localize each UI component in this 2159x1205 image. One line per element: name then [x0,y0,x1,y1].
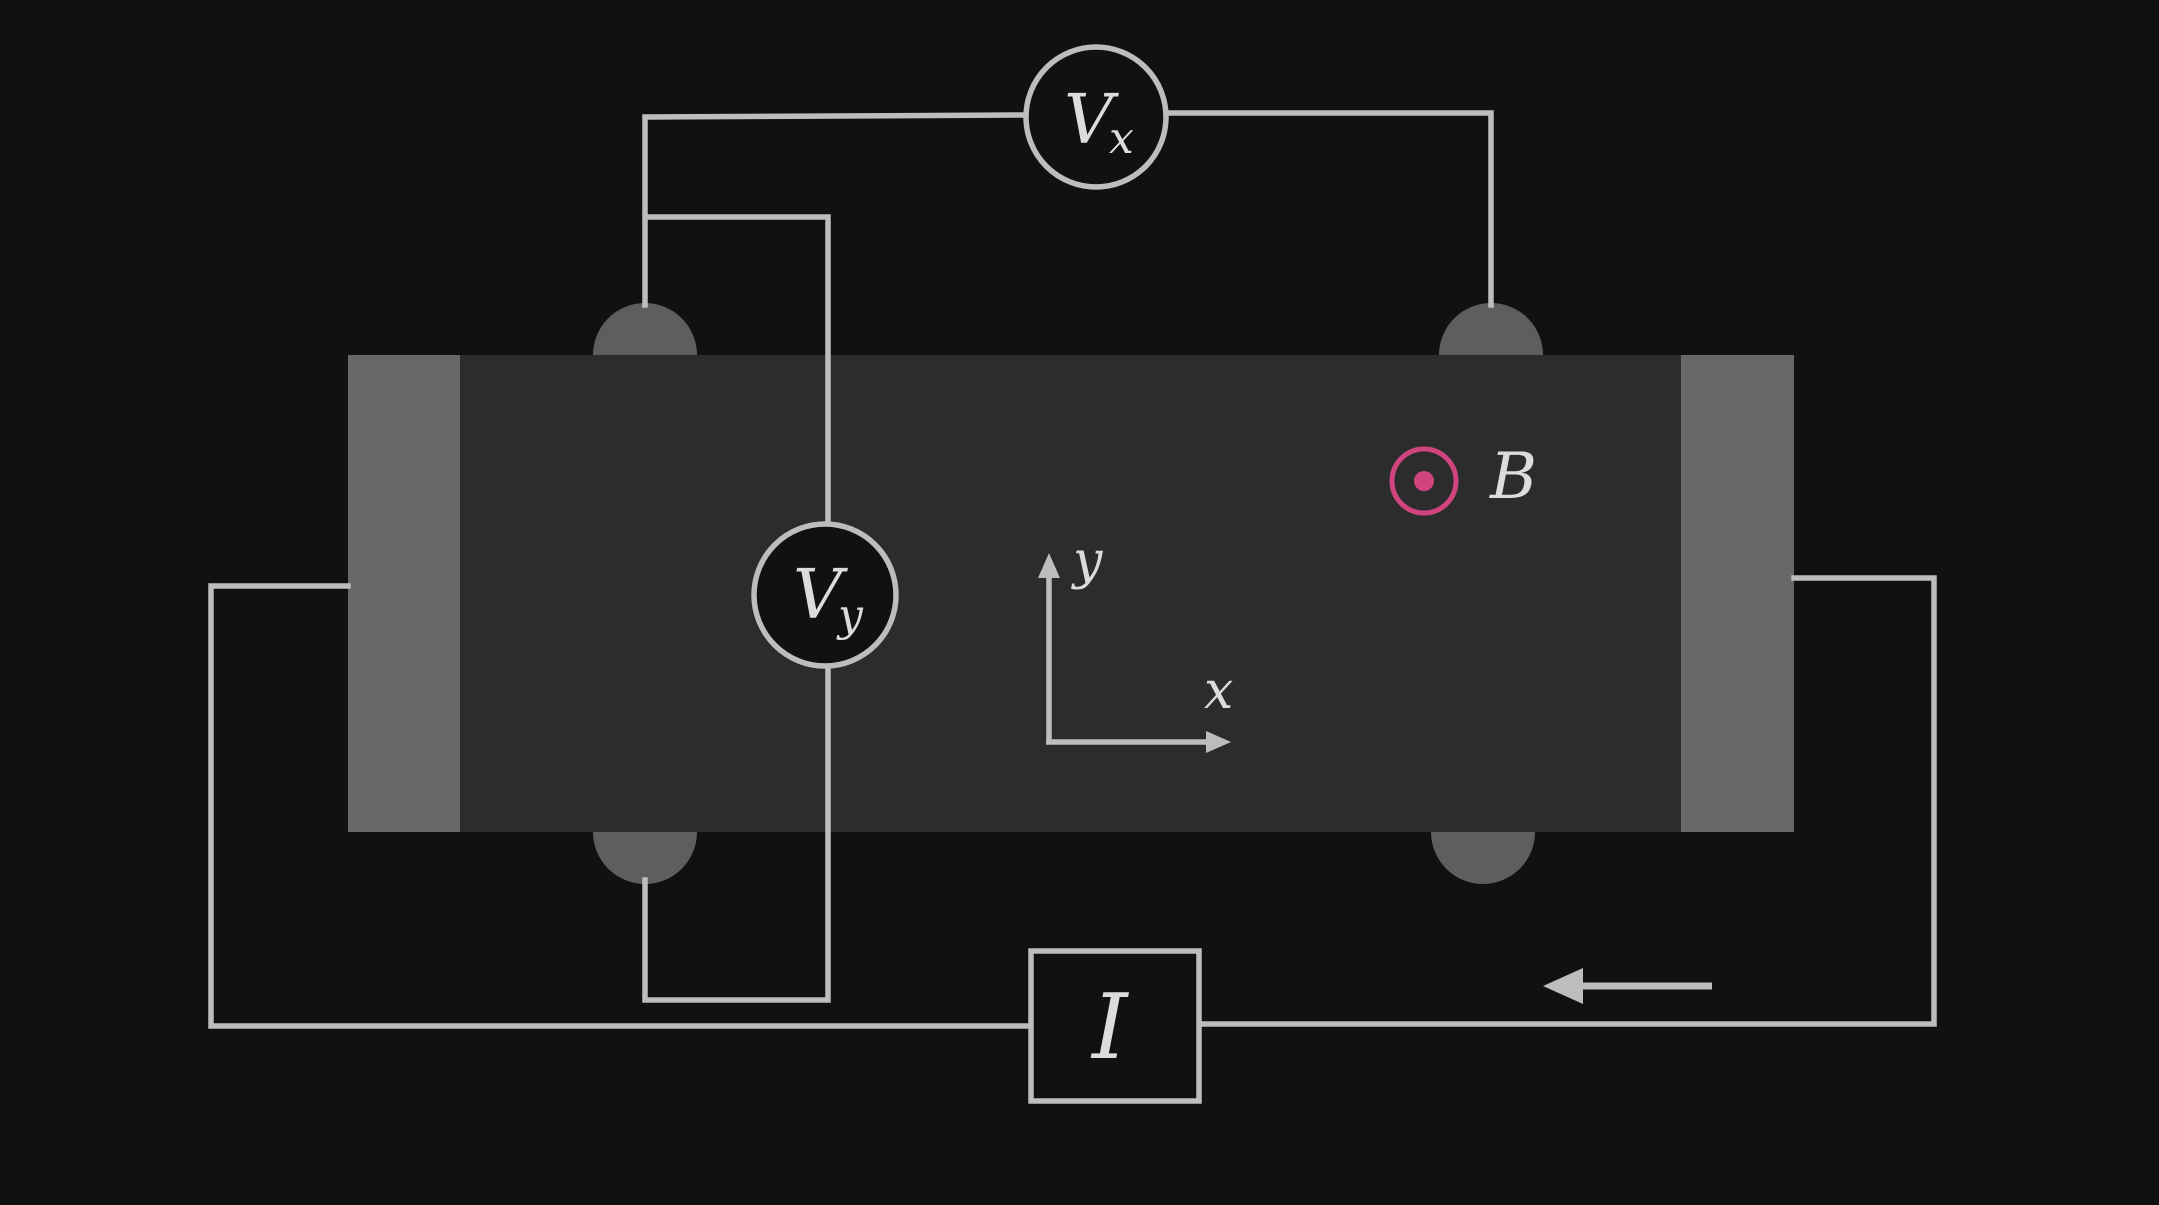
electrode-left [348,355,460,832]
voltmeter-vx: V x [1023,44,1169,190]
contact-bottom-right [1431,832,1535,884]
magnetic-field-out-icon [1389,446,1459,516]
contact-top-right [1439,303,1543,355]
vy-subscript: y [836,590,864,641]
axis-x-label: x [1204,661,1233,721]
vx-symbol: V [1064,81,1119,160]
wire-vy-bottom [642,663,831,1003]
wire-current-left [208,583,1034,1029]
magnetic-field-label: B [1489,440,1537,514]
vx-subscript: x [1109,113,1134,164]
current-direction-arrow [1543,968,1712,1004]
contact-top-left [593,303,697,355]
current-source-label: I [1090,975,1129,1080]
vy-symbol: V [793,556,848,635]
wire-current-right [1197,575,1937,1027]
contact-bottom-left [593,832,697,884]
electrode-right [1681,355,1794,832]
axis-y-label: y [1071,531,1103,591]
sample-slab [348,355,1794,832]
wire-vy-top [645,214,831,527]
wire-vx-loop [642,112,1028,308]
coordinate-axes [1038,553,1231,753]
voltmeter-vy: V y [751,521,899,669]
current-source: I [1028,948,1202,1104]
wire-vx-right [1165,110,1494,308]
